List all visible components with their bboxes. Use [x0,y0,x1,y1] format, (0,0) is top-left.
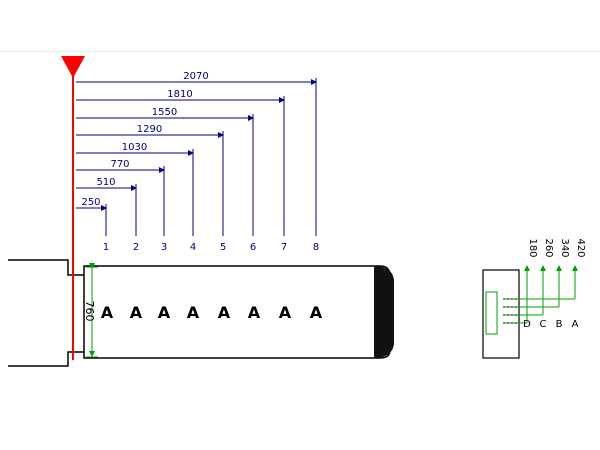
port-depth-value: 260 [543,238,554,257]
hole-mark: A [187,303,200,322]
position-number: 3 [161,242,167,253]
port-depth-value: 340 [559,238,570,257]
panel-body [83,265,394,359]
dimension-value: 1810 [167,89,192,100]
hole-mark: A [279,303,292,322]
dimension-value: 1290 [137,124,162,135]
height-label: 760 [83,301,96,322]
height-dimension: 760 [83,263,98,358]
port-letter: D [523,319,531,330]
port-depth-value: 180 [527,238,538,257]
hole-mark: A [218,303,231,322]
port-letter: C [540,319,547,330]
hole-mark: A [158,303,171,322]
position-number: 8 [313,242,319,253]
hole-mark: A [310,303,323,322]
dimension-value: 250 [81,197,100,208]
position-number: 4 [190,242,196,253]
side-view-slot [485,291,498,335]
position-number: 5 [220,242,226,253]
top-divider [0,51,600,52]
dimension-value: 2070 [183,71,208,82]
hole-mark: A [248,303,261,322]
dimension-value: 510 [96,177,115,188]
datum-triangle-icon [61,56,85,78]
position-number: 1 [103,242,109,253]
port-depth-value: 420 [575,238,586,257]
dimension-lines: 250 1 510 2 770 3 1030 4 1290 5 1550 6 1810 7 2070 8 [76,71,319,253]
datum-line [61,56,85,360]
port-letter: A [572,319,579,330]
hole-mark: A [130,303,143,322]
position-number: 2 [133,242,139,253]
left-rail [8,259,84,367]
dimension-value: 770 [110,159,129,170]
dimension-value: 1550 [152,107,177,118]
port-letter: B [556,319,563,330]
dimension-value: 1030 [122,142,147,153]
hole-mark: A [101,303,114,322]
panel-end-cap [374,266,394,358]
position-number: 6 [250,242,256,253]
position-number: 7 [281,242,287,253]
